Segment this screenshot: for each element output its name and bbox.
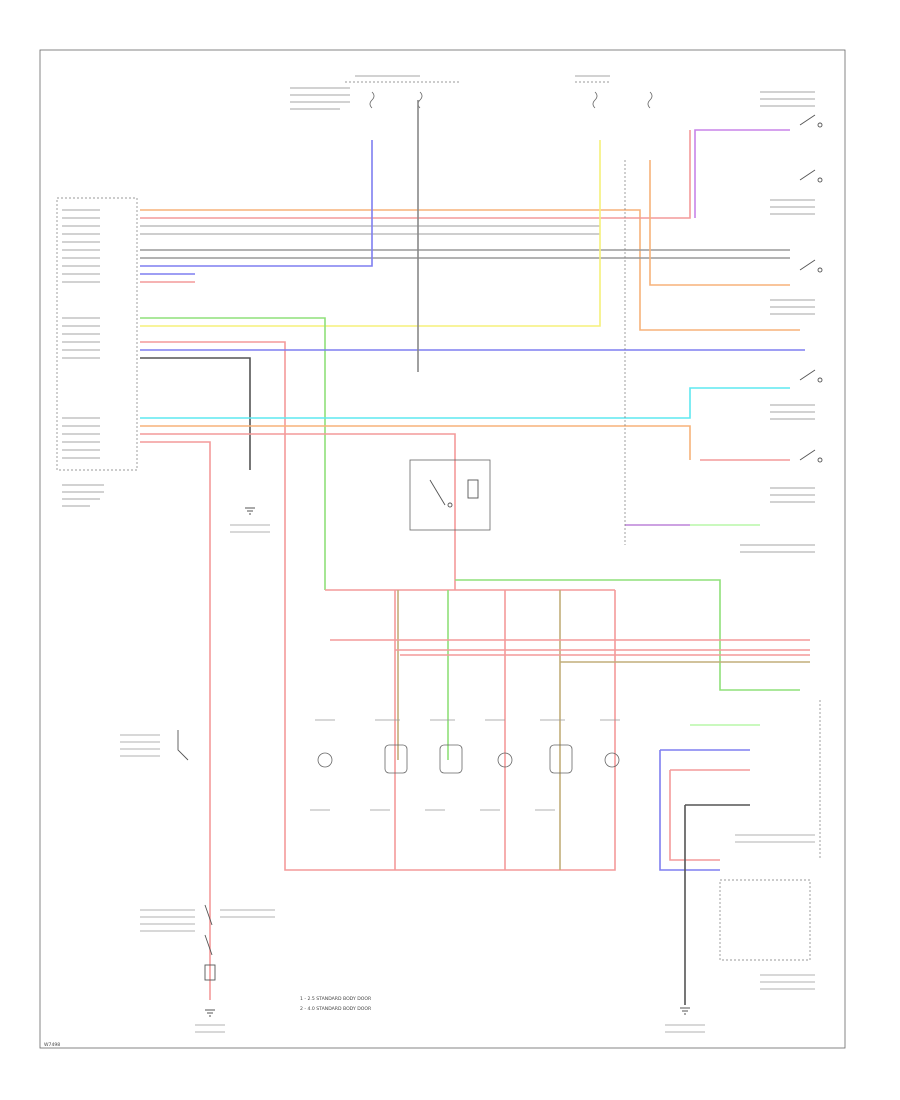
bcm-pin-labels	[62, 209, 100, 459]
lamp-sockets	[317, 744, 620, 774]
wire-green	[140, 317, 326, 590]
lamp-labels	[310, 719, 620, 811]
wire-red-upper	[140, 130, 691, 219]
top-fuse-labels	[290, 75, 815, 110]
wire-orange-upper	[140, 209, 800, 331]
ground-labels	[195, 524, 705, 1033]
wire-red-lower	[140, 433, 456, 590]
lamp-5	[549, 744, 573, 774]
wire-red-lower-right	[669, 769, 750, 861]
relay-contacts	[429, 479, 479, 508]
lamp-2	[384, 744, 408, 774]
bcm-caption	[62, 484, 104, 507]
wire-black-stub	[140, 357, 251, 470]
wire-red-main	[140, 341, 616, 871]
legend-item-1: 1 - 2.5 STANDARD BODY DOOR	[300, 996, 372, 1002]
body-control-module-block	[56, 197, 138, 471]
relay-box	[409, 459, 491, 531]
lower-right-module	[719, 879, 811, 961]
lamp-4	[497, 752, 513, 768]
fuse-symbols	[369, 91, 653, 109]
legend-item-2: 2 - 4.0 STANDARD BODY DOOR	[300, 1006, 372, 1012]
ground-symbols	[205, 507, 690, 1017]
lamp-3	[439, 744, 463, 774]
lower-right-labels	[735, 834, 815, 990]
wire-black-lower	[684, 804, 750, 1005]
left-door-switch	[177, 730, 216, 981]
footer-code: W7498	[44, 1042, 60, 1048]
wire-cyan	[140, 387, 790, 419]
wire-red-left	[140, 441, 211, 1000]
wire-orange-lower	[140, 425, 691, 460]
wire-blue-lower	[659, 749, 750, 871]
right-switch-labels	[740, 199, 815, 553]
wire-blue-short	[140, 140, 373, 267]
door-switches-right	[799, 114, 823, 463]
wire-green-top-bus	[455, 579, 800, 691]
diagram-frame	[39, 49, 846, 1049]
lamp-6	[604, 752, 620, 768]
wire-violet-top	[694, 129, 790, 218]
wire-orange-mid	[649, 160, 790, 286]
left-switch-labels	[120, 734, 275, 932]
lamp-1	[317, 752, 333, 768]
wire-yellow	[140, 140, 601, 327]
